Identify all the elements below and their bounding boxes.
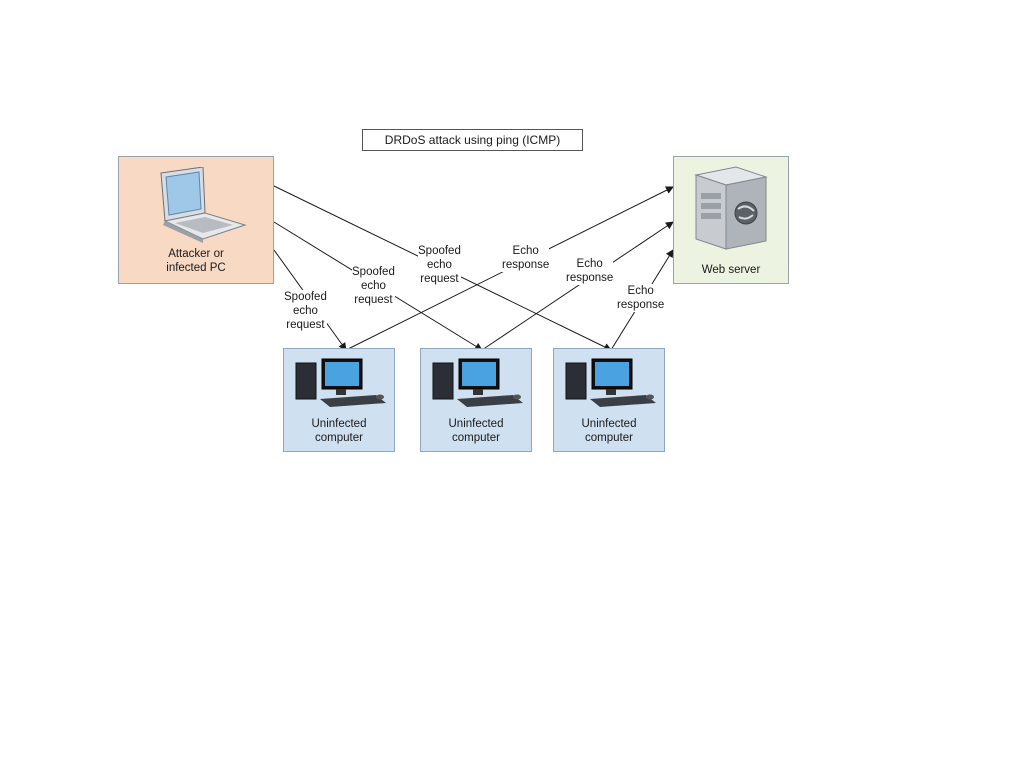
diagram-title: DRDoS attack using ping (ICMP) <box>362 129 583 151</box>
response-arrow-2 <box>481 221 674 351</box>
desktop-computer-icon <box>565 358 656 407</box>
echo-response-label: Echo response <box>617 284 665 312</box>
attacker-node: Attacker or infected PC <box>118 156 274 284</box>
web-server-label: Web server <box>701 264 761 276</box>
echo-response-label: Echo response <box>502 244 550 272</box>
desktop-computer-icon <box>295 358 386 407</box>
laptop-icon <box>160 167 247 243</box>
web-server-node: Web server <box>673 156 789 284</box>
uninfected-computer-node: Uninfected computer <box>283 348 395 452</box>
uninfected-computer-label: Uninfected computer <box>448 418 504 444</box>
spoofed-echo-request-label: Spoofed echo request <box>418 244 461 286</box>
spoofed-echo-request-label: Spoofed echo request <box>352 265 395 307</box>
spoofed-echo-request-label: Spoofed echo request <box>284 290 327 332</box>
uninfected-computer-node: Uninfected computer <box>420 348 532 452</box>
echo-response-label: Echo response <box>566 257 614 285</box>
attacker-label: Attacker or infected PC <box>166 248 226 274</box>
uninfected-computer-label: Uninfected computer <box>581 418 637 444</box>
server-icon <box>694 166 768 250</box>
uninfected-computer-label: Uninfected computer <box>311 418 367 444</box>
uninfected-computer-node: Uninfected computer <box>553 348 665 452</box>
desktop-computer-icon <box>432 358 523 407</box>
